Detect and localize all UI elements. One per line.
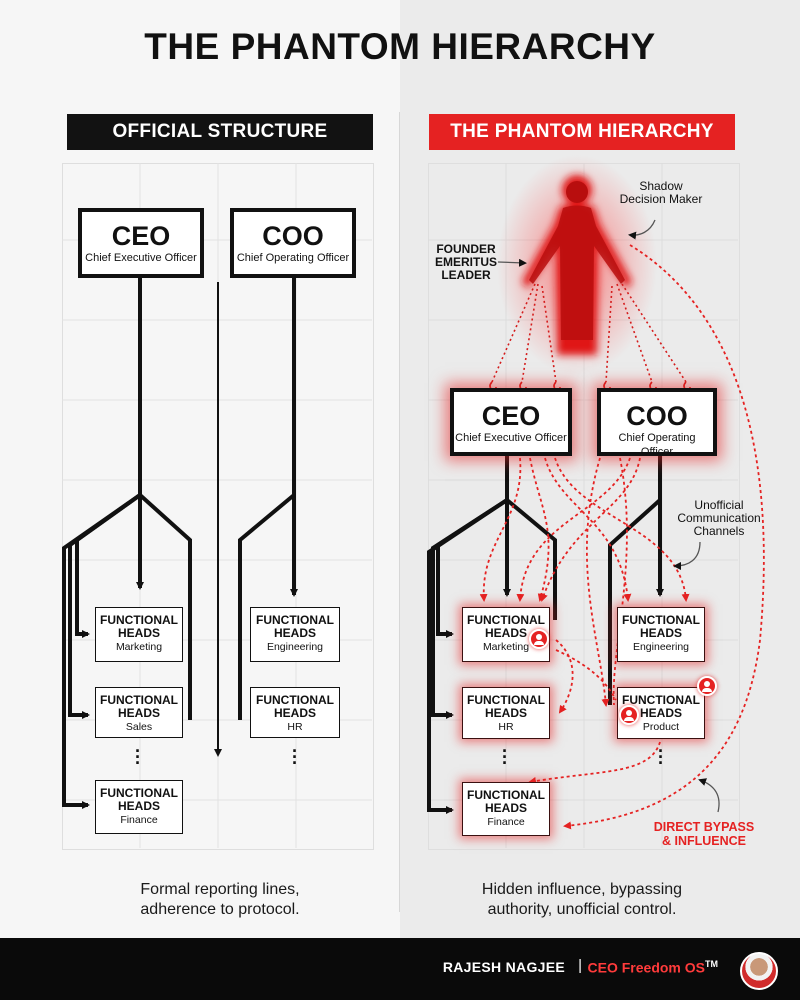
left-coo-full: Chief Operating Officer [236, 252, 350, 264]
right-more-dots-2: ··· [658, 741, 664, 773]
panel-divider [399, 112, 400, 912]
fh-title: FUNCTIONAL HEADS [100, 786, 178, 813]
fh-dept: Finance [487, 816, 525, 828]
right-panel-background [400, 0, 800, 938]
left-coo-abbr: COO [262, 221, 324, 251]
fh-dept: Product [642, 721, 680, 733]
page-title: THE PHANTOM HIERARCHY [144, 26, 656, 67]
direct-bypass-curve [563, 244, 765, 830]
right-coo-abbr: COO [626, 401, 688, 431]
right-ceo-abbr: CEO [481, 401, 541, 431]
right-ceo-full: Chief Executive Officer [455, 432, 567, 444]
right-caption: Hidden influence, bypassing authority, u… [481, 881, 683, 918]
right-fh-engineering: FUNCTIONAL HEADS Engineering [617, 607, 705, 662]
left-more-dots-1: ··· [135, 741, 141, 773]
fh-title: FUNCTIONAL HEADS [100, 613, 178, 640]
left-fh-marketing: FUNCTIONAL HEADS Marketing [95, 607, 183, 662]
shadow-figure-core [529, 181, 625, 340]
left-ceo-full: Chief Executive Officer [85, 252, 197, 264]
brand-name: CEO Freedom OSTM [587, 959, 718, 976]
author-name: RAJESH NAGJEE [442, 959, 565, 975]
avatar [740, 952, 778, 990]
left-fh-hr: FUNCTIONAL HEADS HR [250, 687, 340, 738]
puppet-strings [491, 283, 687, 383]
fh-dept: HR [287, 721, 303, 733]
left-panel-background [0, 0, 400, 938]
trademark-mark: TM [705, 959, 718, 969]
influence-person-icon [619, 705, 639, 725]
influence-person-icon [529, 629, 549, 649]
fh-dept: Engineering [632, 641, 690, 653]
right-ceo-box: CEO Chief Executive Officer [450, 388, 572, 456]
left-fh-engineering: FUNCTIONAL HEADS Engineering [250, 607, 340, 662]
right-coo-full: Chief Operating Officer [618, 432, 696, 458]
annotation-pointers [497, 219, 720, 813]
left-fh-finance: FUNCTIONAL HEADS Finance [95, 780, 183, 834]
fh-dept: Marketing [115, 641, 163, 653]
phantom-hierarchy-header: THE PHANTOM HIERARCHY [429, 114, 735, 150]
right-fh-finance: FUNCTIONAL HEADS Finance [462, 782, 550, 836]
footer-separator: | [578, 957, 582, 974]
founder-label: FOUNDER EMERITUS LEADER [434, 242, 497, 282]
footer-bar: RAJESH NAGJEE | CEO Freedom OSTM [0, 938, 800, 1000]
direct-bypass-label: DIRECT BYPASS & INFLUENCE [653, 820, 755, 848]
left-caption: Formal reporting lines, adherence to pro… [140, 881, 300, 918]
right-coo-box: COO Chief Operating Officer [597, 388, 717, 458]
fh-dept: Finance [120, 814, 158, 826]
fh-title: FUNCTIONAL HEADS [467, 613, 545, 640]
fh-title: FUNCTIONAL HEADS [100, 693, 178, 720]
fh-title: FUNCTIONAL HEADS [467, 788, 545, 815]
fh-dept: Sales [125, 721, 153, 733]
unofficial-channels-label: Unofficial Communication Channels [677, 498, 761, 538]
left-ceo-box: CEO Chief Executive Officer [78, 208, 204, 278]
fh-title: FUNCTIONAL HEADS [622, 693, 700, 720]
fh-title: FUNCTIONAL HEADS [256, 693, 334, 720]
left-ceo-abbr: CEO [111, 221, 171, 251]
unofficial-channels [479, 457, 690, 785]
left-more-dots-2: ··· [292, 741, 298, 773]
left-official-lines [62, 276, 298, 809]
fh-dept: HR [498, 721, 514, 733]
right-fh-marketing: FUNCTIONAL HEADS Marketing [462, 607, 550, 662]
right-fh-hr: FUNCTIONAL HEADS HR [462, 687, 550, 739]
influence-person-icon [697, 676, 717, 696]
fh-title: FUNCTIONAL HEADS [467, 693, 545, 720]
left-coo-box: COO Chief Operating Officer [230, 208, 356, 278]
official-structure-header: OFFICIAL STRUCTURE [67, 114, 373, 150]
fh-dept: Marketing [482, 641, 530, 653]
right-more-dots-1: ··· [502, 741, 508, 773]
fh-title: FUNCTIONAL HEADS [622, 613, 700, 640]
fh-dept: Engineering [266, 641, 324, 653]
fh-title: FUNCTIONAL HEADS [256, 613, 334, 640]
shadow-decision-maker-label: Shadow Decision Maker [619, 179, 703, 206]
left-fh-sales: FUNCTIONAL HEADS Sales [95, 687, 183, 738]
right-official-lines [427, 455, 664, 814]
